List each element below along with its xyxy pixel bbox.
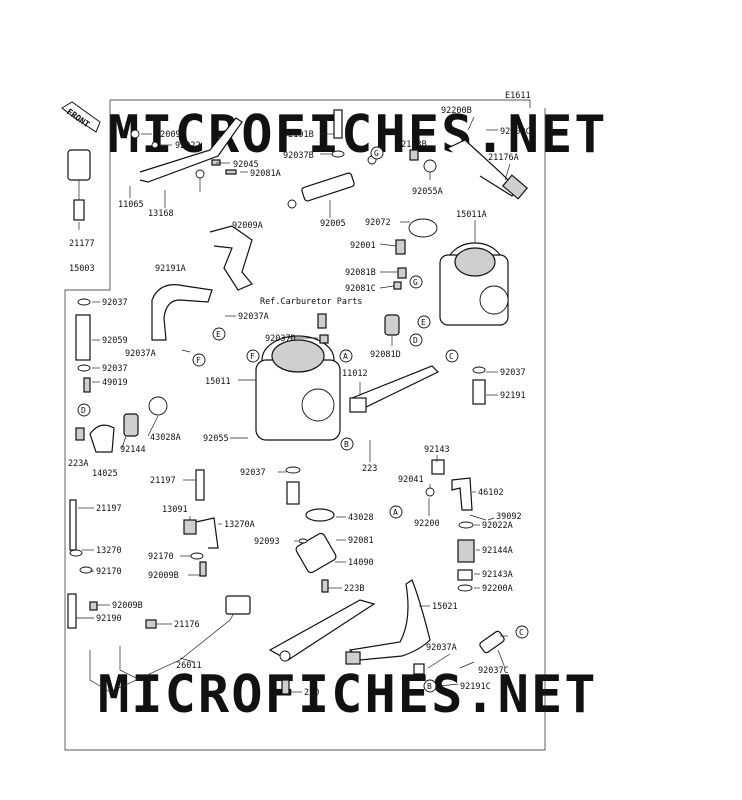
part-label: 21176	[174, 620, 200, 630]
part-label: 92190	[96, 614, 122, 624]
part-label: 92037A	[125, 349, 156, 359]
marker-e-1: E	[421, 318, 426, 327]
part-label: 21197	[96, 504, 122, 514]
part-label: 92081	[348, 536, 374, 546]
part-label: 92200B	[441, 106, 472, 116]
part-label: 92009B	[148, 571, 179, 581]
part-label: 15011A	[456, 210, 487, 220]
part-label: 14090	[348, 558, 374, 568]
front-arrow: FRONT	[61, 101, 101, 133]
watermark-bottom: MICROFICHES.NET	[98, 665, 598, 725]
part-label: 92191A	[155, 264, 186, 274]
marker-a-1: A	[343, 352, 348, 361]
part-label: 92009	[155, 130, 181, 140]
part-label: 92005	[320, 219, 346, 229]
part-label: 92037	[102, 298, 128, 308]
part-label: 92072	[365, 218, 391, 228]
part-label: 92009A	[232, 221, 263, 231]
part-label: 92170	[148, 552, 174, 562]
part-label: 92059	[102, 336, 128, 346]
part-label: 13168	[148, 209, 174, 219]
marker-c-1: C	[449, 352, 454, 361]
frame-outline	[64, 99, 546, 751]
part-label: 92081D	[370, 350, 401, 360]
part-label: 92055A	[412, 187, 443, 197]
part-label: 92037A	[426, 643, 457, 653]
part-label: 92037	[500, 368, 526, 378]
marker-b-1: B	[344, 440, 349, 449]
part-label: 92170	[96, 567, 122, 577]
part-label: 46102	[478, 488, 504, 498]
circle-markers: G G E D C E F F A B D A B C	[77, 146, 529, 693]
marker-d-1: D	[413, 336, 418, 345]
part-label: 14025	[92, 469, 118, 479]
part-label: 92191C	[460, 682, 491, 692]
part-label: 223A	[68, 459, 88, 469]
part-label: 92041	[398, 475, 424, 485]
part-label: 15003	[69, 264, 95, 274]
part-label: 15011	[205, 377, 231, 387]
part-label: 92045	[233, 160, 259, 170]
part-label: 92001	[350, 241, 376, 251]
part-label: 92037B	[283, 151, 314, 161]
part-label: 26011	[176, 661, 202, 671]
marker-c-2: C	[519, 628, 524, 637]
marker-e-2: E	[216, 330, 221, 339]
marker-b-2: B	[427, 682, 432, 691]
part-label: 43028A	[150, 433, 181, 443]
part-label: 92143A	[482, 570, 513, 580]
part-label: 92081C	[345, 284, 376, 294]
part-label: 39092	[496, 512, 522, 522]
part-label: 92081A	[250, 169, 281, 179]
part-label: 92037	[102, 364, 128, 374]
part-label: 92191B	[283, 130, 314, 140]
part-label: 21177	[69, 239, 95, 249]
watermark-top: MICROFICHES.NET	[108, 105, 608, 165]
part-label: 92143B	[396, 140, 427, 150]
part-label: 13091	[162, 505, 188, 515]
part-label: 92144	[120, 445, 146, 455]
part-label: 21176A	[488, 153, 519, 163]
marker-f-1: F	[196, 356, 201, 365]
part-label: 11012	[342, 369, 368, 379]
part-label: 92037D	[265, 334, 296, 344]
leader-lines	[76, 116, 511, 693]
part-label: 92200	[414, 519, 440, 529]
part-label: 92081B	[345, 268, 376, 278]
part-label: 92009C	[500, 127, 531, 137]
ref-carburetor-note: Ref.Carburetor Parts	[260, 297, 362, 307]
marker-f-2: F	[250, 352, 255, 361]
part-label: 92143	[424, 445, 450, 455]
part-label: 92022A	[482, 521, 513, 531]
part-label: 49019	[102, 378, 128, 388]
part-labels: 92200B 92009C 21176A 92009 92022 92045 9…	[68, 106, 531, 698]
part-label: 92037C	[478, 666, 509, 676]
part-label: 92055	[203, 434, 229, 444]
part-label: 11065	[118, 200, 144, 210]
part-label: 223	[362, 464, 377, 474]
part-label: 92144A	[482, 546, 513, 556]
part-label: 92037	[240, 468, 266, 478]
part-label: 21197	[150, 476, 176, 486]
part-label: 92009B	[112, 601, 143, 611]
part-label: 220	[304, 688, 319, 698]
part-label: 92200A	[482, 584, 513, 594]
part-label: 92093	[254, 537, 280, 547]
part-label: 13270A	[224, 520, 255, 530]
part-label: 92191	[500, 391, 526, 401]
marker-a-2: A	[393, 508, 398, 517]
part-label: 43028	[348, 513, 374, 523]
part-label: 92022	[175, 141, 201, 151]
part-drawings	[67, 109, 529, 695]
part-label: 13270	[96, 546, 122, 556]
part-label: 223B	[344, 584, 364, 594]
marker-g-1: G	[374, 149, 379, 158]
marker-g-2: G	[413, 278, 418, 287]
marker-d-2: D	[81, 406, 86, 415]
diagram-code: E1611	[505, 91, 531, 101]
part-label: 15021	[432, 602, 458, 612]
part-label: 92037A	[238, 312, 269, 322]
